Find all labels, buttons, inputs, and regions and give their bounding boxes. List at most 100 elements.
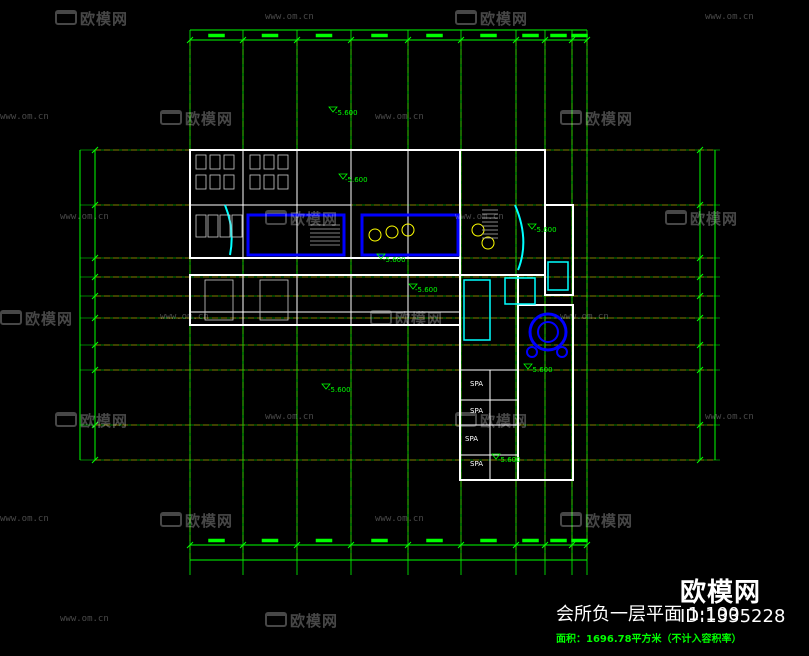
dimension-tick <box>404 541 412 549</box>
watermark-text: 欧模网 <box>585 110 634 128</box>
sofa-icon <box>370 310 392 325</box>
watermark-url: www.om.cn <box>375 514 424 524</box>
pool-circle <box>528 312 568 352</box>
pool-jet <box>526 346 538 358</box>
dimension-tick <box>347 541 355 549</box>
dimension-text-mark <box>426 33 443 38</box>
dimension-text-mark <box>571 538 588 543</box>
dimension-text-mark <box>571 33 588 38</box>
watermark-brand: 欧模网 <box>370 308 443 329</box>
pool-inner <box>537 321 559 343</box>
toilet-stall <box>207 214 219 238</box>
dimension-text-mark <box>522 33 539 38</box>
dimension-text-mark <box>371 538 388 543</box>
dimension-tick <box>293 541 301 549</box>
lounge-chair <box>223 174 235 190</box>
plan-labels: -5.600-5.600-5.600-5.600-5.600-5.600-5.6… <box>321 106 557 468</box>
elevation-label: -5.600 <box>383 256 406 264</box>
sofa-icon <box>665 210 687 225</box>
lounge-chair <box>263 174 275 190</box>
dimension-text-mark <box>522 538 539 543</box>
dimension-tick <box>91 314 99 322</box>
dimension-text-mark <box>315 538 333 543</box>
pool-jet <box>556 346 568 358</box>
watermark-text: 欧模网 <box>290 210 339 228</box>
curved-wall <box>514 204 525 271</box>
dimension-tick <box>91 292 99 300</box>
watermark-brand: 欧模网 <box>0 308 73 329</box>
dimension-tick <box>457 36 465 44</box>
watermark-brand: 欧模网 <box>265 610 338 631</box>
watermark-url: www.om.cn <box>455 212 504 222</box>
watermark-text: 欧模网 <box>80 10 129 28</box>
toilet-stall <box>219 214 231 238</box>
toilet-stall <box>195 214 207 238</box>
dimension-tick <box>696 366 704 374</box>
sofa-icon <box>160 512 182 527</box>
elevation-marker <box>523 363 533 370</box>
lounge-chair <box>277 154 289 170</box>
lounge-chair <box>277 174 289 190</box>
wall-north-wing <box>189 149 461 259</box>
watermark-url: www.om.cn <box>160 312 209 322</box>
dimension-tick <box>696 201 704 209</box>
dimension-text-mark <box>480 33 497 38</box>
dimension-tick <box>293 36 301 44</box>
dimension-tick <box>91 273 99 281</box>
dimension-tick <box>186 36 194 44</box>
dimension-text-mark <box>315 33 333 38</box>
watermark-url: www.om.cn <box>60 614 109 624</box>
watermark-text: 欧模网 <box>80 412 129 430</box>
furniture-round-table <box>368 228 382 242</box>
sofa-icon <box>560 512 582 527</box>
sofa-icon <box>0 310 22 325</box>
lounge-chair <box>249 174 261 190</box>
dimension-tick <box>91 456 99 464</box>
dimension-tick <box>91 254 99 262</box>
furniture-round-table <box>385 225 399 239</box>
watermark-url: www.om.cn <box>705 12 754 22</box>
lounge-chair <box>209 154 221 170</box>
watermark-text: 欧模网 <box>690 210 739 228</box>
furniture-round-table <box>401 223 415 237</box>
dimension-tick <box>91 146 99 154</box>
elevation-label: -5.600 <box>415 286 438 294</box>
dimension-tick <box>457 541 465 549</box>
dimension-tick <box>696 421 704 429</box>
dimension-tick <box>541 541 549 549</box>
brand-logo: 欧模网 <box>680 578 762 608</box>
dimension-tick <box>696 273 704 281</box>
elevation-marker <box>376 253 386 260</box>
room-label-spa: SPA <box>465 435 478 443</box>
sofa-icon <box>455 10 477 25</box>
sofa-icon <box>160 110 182 125</box>
dimension-text-mark <box>261 538 279 543</box>
lounge-chair <box>195 154 207 170</box>
dimension-text-mark <box>371 33 388 38</box>
dimension-text-mark <box>550 33 567 38</box>
elevation-label: -5.600 <box>345 176 368 184</box>
dimension-tick <box>541 36 549 44</box>
watermark-text: 欧模网 <box>290 612 339 630</box>
watermark-brand: 欧模网 <box>560 108 633 129</box>
elevation-marker <box>328 106 338 113</box>
elevation-label: -5.600 <box>534 226 557 234</box>
elevation-label: -5.600 <box>530 366 553 374</box>
room-details <box>195 154 569 358</box>
dimension-tick <box>404 36 412 44</box>
dimension-tick <box>583 36 591 44</box>
watermark-url: www.om.cn <box>375 112 424 122</box>
watermark-text: 欧模网 <box>185 512 234 530</box>
lounge-chair <box>223 154 235 170</box>
watermark-brand: 欧模网 <box>55 8 128 29</box>
wall-east-annex <box>544 204 574 296</box>
watermark-text: 欧模网 <box>480 10 529 28</box>
stair-cyan <box>463 279 491 341</box>
lounge-chair <box>249 154 261 170</box>
dimension-tick <box>512 36 520 44</box>
watermark-text: 欧模网 <box>25 310 74 328</box>
elevation-marker <box>338 173 348 180</box>
elevation-label: -5.600 <box>328 386 351 394</box>
dimension-text-mark <box>480 538 497 543</box>
stair-cyan <box>547 261 569 291</box>
